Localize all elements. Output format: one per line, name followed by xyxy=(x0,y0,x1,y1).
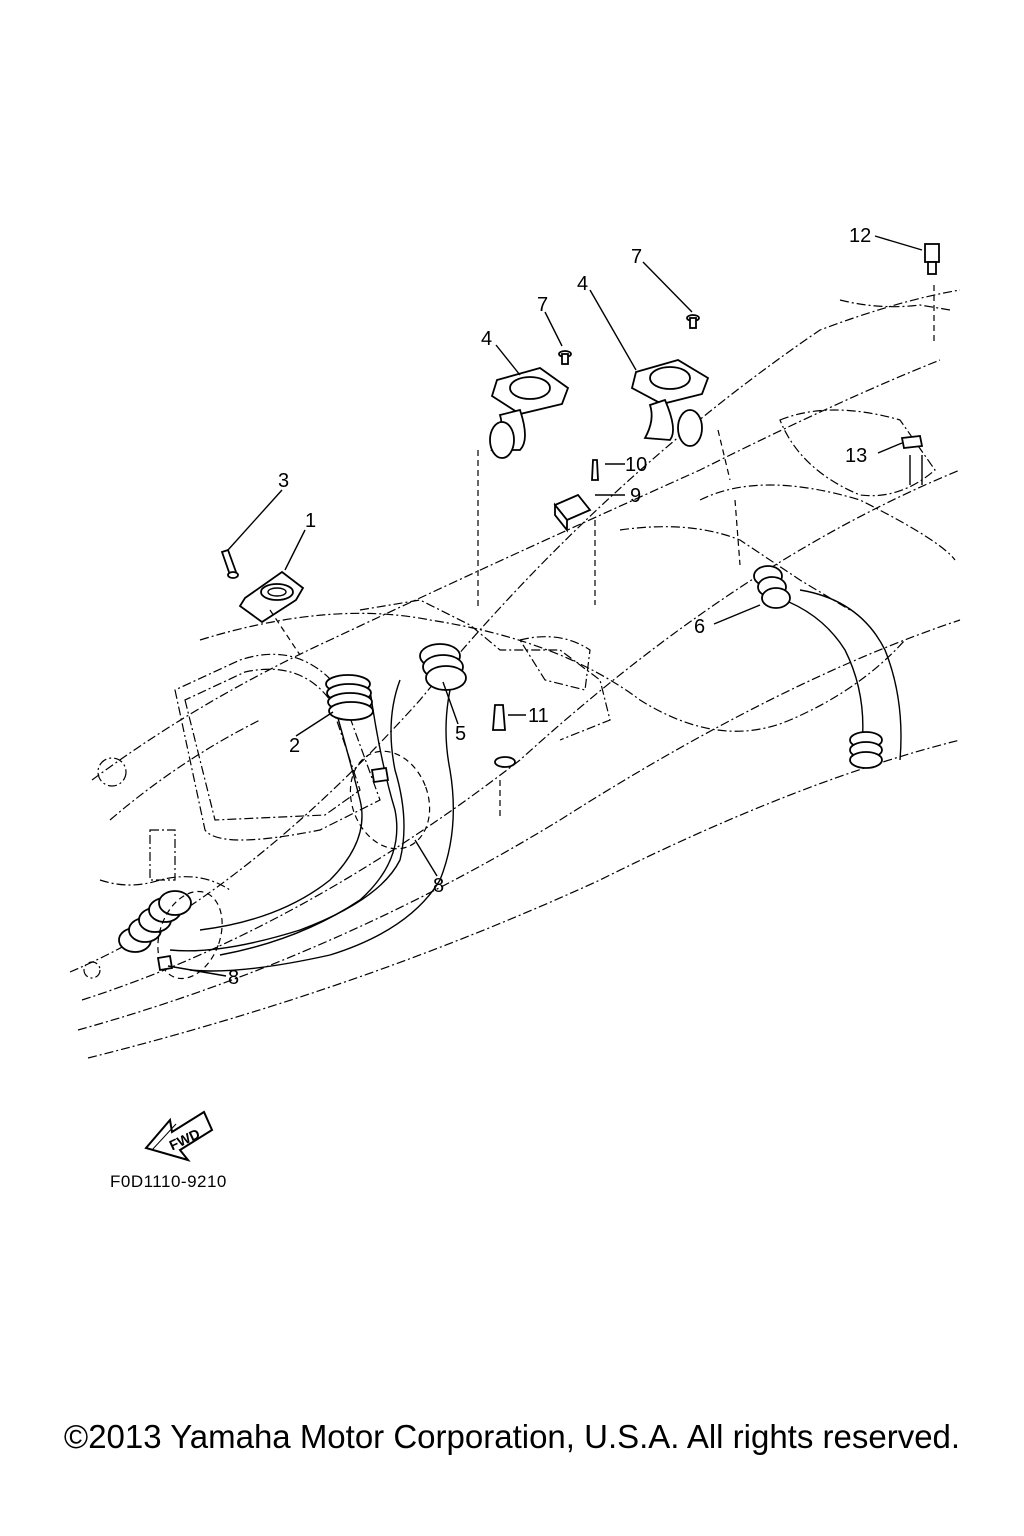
hose-bellows-end xyxy=(118,890,192,953)
diagram-code: F0D1110-9210 xyxy=(110,1172,227,1191)
callout-8-upper: 8 xyxy=(433,875,444,897)
vent-fitting-part-1 xyxy=(238,570,305,656)
callout-7-left: 7 xyxy=(537,294,548,316)
callout-1: 1 xyxy=(305,510,316,532)
callout-labels: 1 2 3 4 4 5 6 7 7 8 8 9 10 11 12 13 xyxy=(228,225,871,989)
rivet-part-10 xyxy=(591,459,599,605)
callout-7-right: 7 xyxy=(631,246,642,268)
cap-part-12 xyxy=(924,243,940,345)
fwd-arrow-icon: FWD xyxy=(144,1110,214,1162)
hull-outline xyxy=(69,289,961,1059)
callout-10: 10 xyxy=(625,454,647,476)
callout-11: 11 xyxy=(528,705,549,727)
clip-part-13 xyxy=(900,435,924,485)
leader-lines xyxy=(167,235,923,977)
hose-part-2 xyxy=(199,674,398,956)
callout-5: 5 xyxy=(455,723,466,745)
copyright-notice: ©2013 Yamaha Motor Corporation, U.S.A. A… xyxy=(63,1418,961,1455)
callout-4-right: 4 xyxy=(577,273,588,295)
callout-3: 3 xyxy=(278,470,289,492)
hose-part-5 xyxy=(169,643,467,972)
box-part-9 xyxy=(553,493,592,533)
elbow-duct-part-4-left xyxy=(477,367,570,610)
pin-part-3 xyxy=(220,548,239,579)
callout-13: 13 xyxy=(845,445,867,467)
callout-6: 6 xyxy=(694,616,705,638)
callout-2: 2 xyxy=(289,735,300,757)
plug-part-11 xyxy=(492,704,516,820)
screw-part-7 xyxy=(558,314,700,365)
hose-part-6 xyxy=(734,499,902,769)
callout-12: 12 xyxy=(849,225,871,247)
callout-8-lower: 8 xyxy=(228,967,239,989)
callout-4-left: 4 xyxy=(481,328,492,350)
elbow-duct-part-4-right xyxy=(630,359,731,481)
callout-9: 9 xyxy=(630,485,641,507)
